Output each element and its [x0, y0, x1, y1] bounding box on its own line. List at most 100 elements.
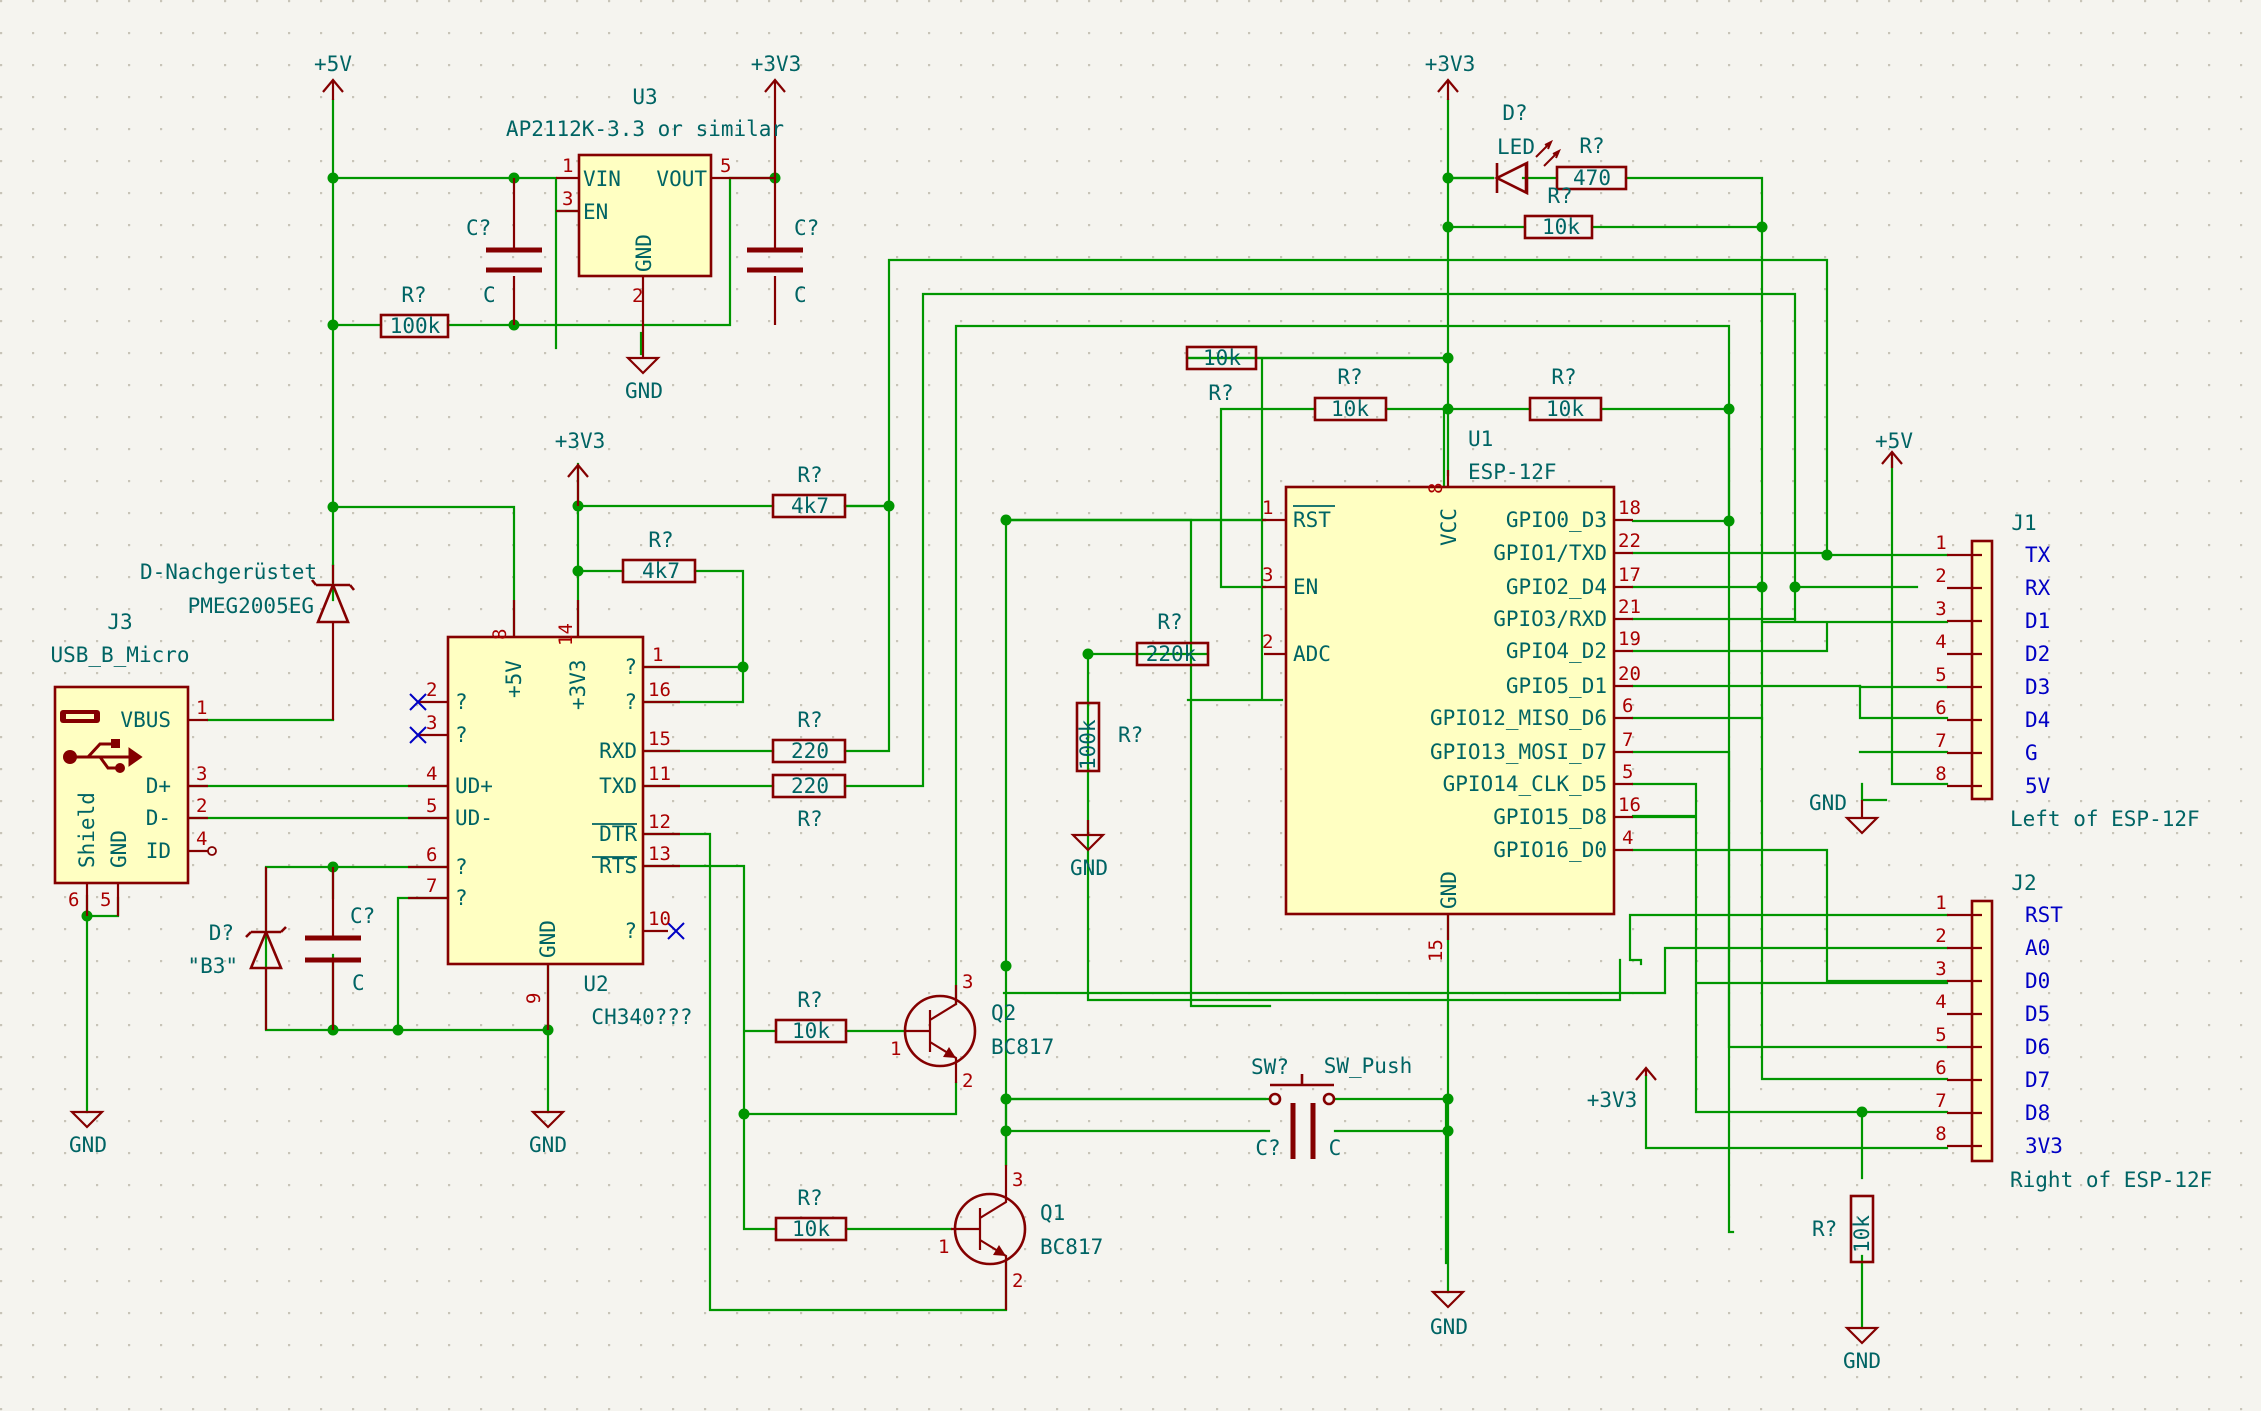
resistor-10k-led-val: 10k [1542, 215, 1580, 239]
u2-pinnum-12: 12 [648, 811, 671, 833]
resistor-10k-gpio0: R? 10k [1528, 365, 1603, 422]
u1-pinnum-21: 21 [1618, 596, 1641, 618]
gnd-usb: GND [69, 1110, 107, 1157]
resistor-220k-val: 220k [1146, 642, 1197, 666]
cap-ldo-in-val: C [483, 283, 496, 307]
u1-pin-en: EN [1293, 575, 1318, 599]
j2-pinnum: 5 [1935, 1024, 1946, 1046]
j2-pin-label: 3V3 [2025, 1134, 2063, 1158]
u2-pin-nc16: ? [624, 690, 637, 714]
gnd-label-j1: GND [1809, 791, 1847, 815]
u1-pin-gpio16: GPIO16_D0 [1493, 838, 1607, 862]
u1-pin-gpio13: GPIO13_MOSI_D7 [1430, 740, 1607, 764]
u2-pinnum-4: 4 [426, 763, 437, 785]
resistor-220-a-val: 220 [791, 739, 829, 763]
u2-pin-gnd: GND [536, 920, 560, 958]
resistor-4k7-b-val: 4k7 [642, 559, 680, 583]
j3-pin-dm: D- [146, 806, 171, 830]
u1-pinnum-15: 15 [1425, 939, 1447, 962]
resistor-220-b-val: 220 [791, 774, 829, 798]
j3-pin-dp: D+ [146, 774, 171, 798]
u2-pinnum-11: 11 [648, 763, 671, 785]
resistor-100k-ldo-val: 100k [390, 314, 441, 338]
u1-pinnum-18: 18 [1618, 497, 1641, 519]
j2-pin-label: D5 [2025, 1002, 2050, 1026]
cap-switch: C? C [1255, 1103, 1341, 1160]
u2-pinnum-1: 1 [652, 644, 663, 666]
j1-pinnum: 8 [1935, 763, 1946, 785]
diode-schottky: D-Nachgerüstet PMEG2005EG [140, 560, 356, 720]
switch-value: SW_Push [1324, 1054, 1413, 1078]
resistor-10k-gpio0-ref: R? [1551, 365, 1576, 389]
cap-sw-ref: C? [1255, 1136, 1280, 1160]
u3-value: AP2112K-3.3 or similar [506, 117, 784, 141]
j1-pin-label: D4 [2025, 708, 2050, 732]
j1-pin-label: TX [2025, 543, 2051, 567]
u1-pinnum-8: 8 [1425, 483, 1447, 494]
resistor-100k-adc: R? 100k [1075, 701, 1143, 773]
j1-pinnum: 7 [1935, 730, 1946, 752]
u1-pinnum-1: 1 [1262, 497, 1273, 519]
power-5v-j1: +5V [1875, 429, 1913, 468]
u3-pin-gnd: GND [632, 234, 656, 272]
resistor-10k-j2-ref: R? [1812, 1217, 1837, 1241]
u1-pinnum-17: 17 [1618, 564, 1641, 586]
j2-pinnum: 3 [1935, 958, 1946, 980]
q1-pin-c: 3 [1012, 1169, 1023, 1191]
u2-pin-nc7: ? [455, 886, 468, 910]
cap-ldo-in: C? C [466, 178, 542, 325]
u1-value: ESP-12F [1468, 460, 1557, 484]
q1-value: BC817 [1040, 1235, 1103, 1259]
j3-pinnum-4: 4 [196, 828, 207, 850]
resistor-220-b-ref: R? [797, 807, 822, 831]
j3-value: USB_B_Micro [50, 643, 189, 667]
j3-pinnum-1: 1 [196, 697, 207, 719]
resistor-10k-led: R? 10k [1523, 184, 1594, 240]
j3-pin-gnd: GND [107, 830, 131, 868]
cap-ldo-in-ref: C? [466, 216, 491, 240]
led-ref: D? [1502, 101, 1527, 125]
resistor-4k7-a-val: 4k7 [791, 494, 829, 518]
resistor-10k-q1: R? 10k [774, 1186, 848, 1242]
led-indicator: D? LED [1494, 101, 1561, 196]
j2-pinnum: 7 [1935, 1090, 1946, 1112]
j1-pinnum: 2 [1935, 565, 1946, 587]
u3-pin-en: EN [583, 200, 608, 224]
power-label-5v-top: +5V [314, 52, 352, 76]
cap-ldo-out-val: C [794, 283, 807, 307]
u2-ref: U2 [583, 972, 608, 996]
resistor-10k-j2: R? 10k [1812, 1194, 1875, 1264]
u2-pinnum-9: 9 [523, 993, 545, 1004]
resistor-10k-q2: R? 10k [774, 988, 848, 1044]
power-symbols: +5V +3V3 +3V3 +3V3 +5V +3V3 GND GN [69, 52, 1913, 1373]
u2-pinnum-14: 14 [555, 623, 577, 646]
u2-pinnum-7: 7 [426, 875, 437, 897]
resistor-10k-en-val: 10k [1331, 397, 1369, 421]
u1-pinnum-20: 20 [1618, 663, 1641, 685]
resistor-100k-adc-ref: R? [1118, 723, 1143, 747]
j2-pin-label: D6 [2025, 1035, 2050, 1059]
gnd-j1: GND [1809, 791, 1880, 835]
j2-pin-label: RST [2025, 903, 2063, 927]
u2-pinnum-10: 10 [648, 908, 671, 930]
reset-switch[interactable]: SW? SW_Push [1251, 1054, 1413, 1106]
diode-zener-val: "B3" [187, 954, 238, 978]
resistor-220k-adc: R? 220k [1135, 610, 1210, 667]
resistor-100k-ldo-ref: R? [401, 283, 426, 307]
u2-pin-rts: RTS [599, 854, 637, 878]
q2-ref: Q2 [991, 1001, 1016, 1025]
u2-pin-5v: +5V [502, 660, 526, 698]
diode-schottky-ref: D-Nachgerüstet [140, 560, 317, 584]
u2-pinnum-8: 8 [489, 629, 511, 640]
power-5v-top: +5V [314, 52, 352, 100]
j1-pinnum: 3 [1935, 598, 1946, 620]
cap-usb: C? C [305, 867, 375, 1030]
gnd-ch340: GND [529, 1110, 567, 1157]
resistor-100k-adc-val: 100k [1076, 719, 1100, 770]
u3-pin-vout: VOUT [656, 167, 707, 191]
resistor-470-led: R? 470 [1555, 134, 1628, 191]
resistor-470-val: 470 [1573, 166, 1611, 190]
resistor-10k-q1-ref: R? [797, 1186, 822, 1210]
